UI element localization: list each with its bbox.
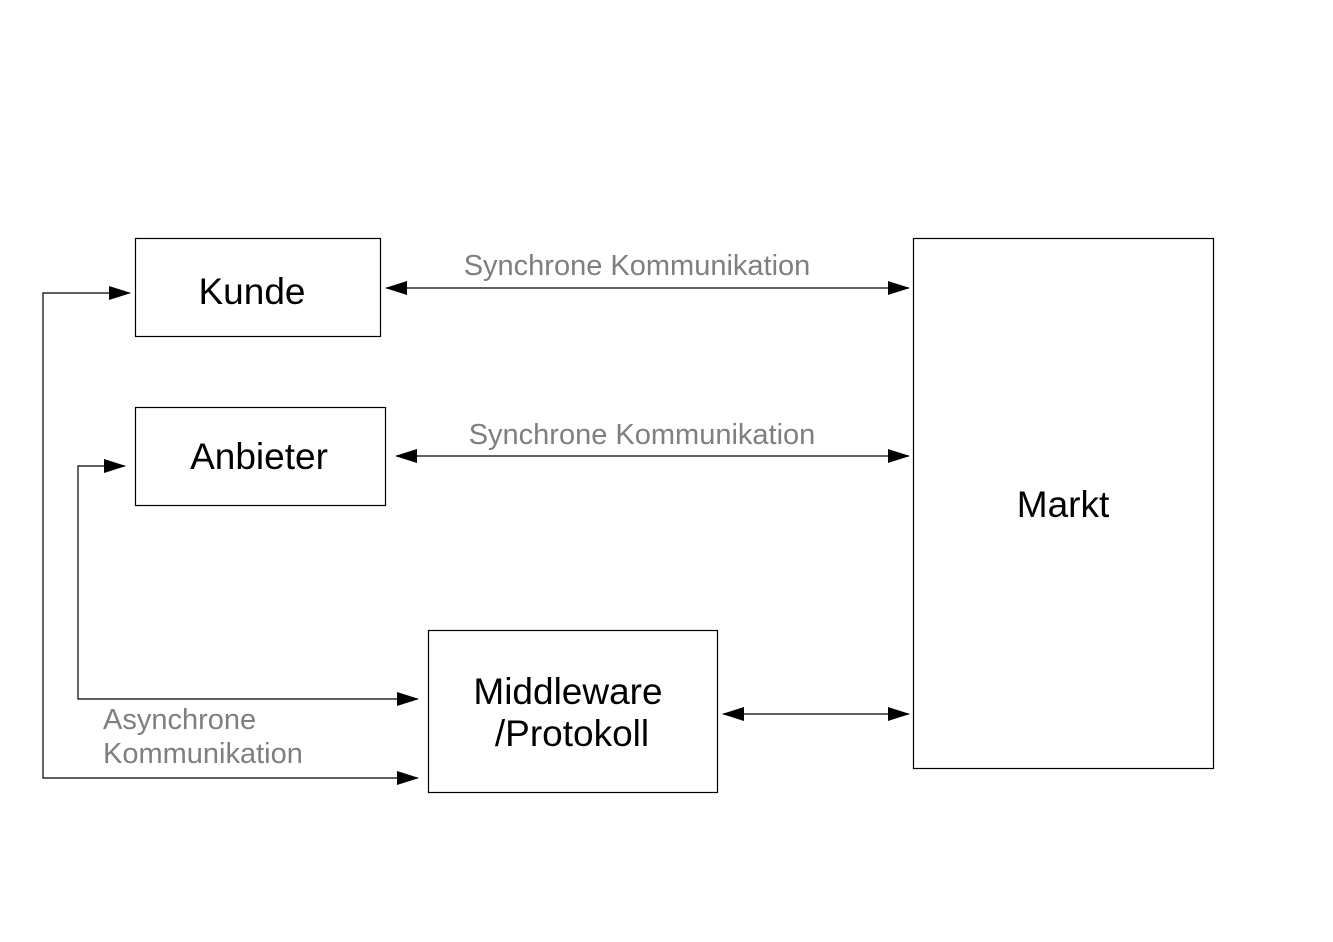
edge-async-kunde: [42, 286, 419, 785]
edge-anbieter-markt-label: Synchrone Kommunikation: [469, 419, 816, 451]
middleware-label-line2: /Protokoll: [495, 713, 649, 754]
async-label: Asynchrone Kommunikation: [103, 704, 303, 770]
anbieter-node: Anbieter: [134, 406, 387, 507]
middleware-label-line1: Middleware: [473, 671, 662, 712]
middleware-box: [427, 629, 719, 794]
middleware-node: Middleware /Protokoll: [427, 629, 719, 794]
anbieter-label: Anbieter: [190, 436, 328, 477]
markt-node: Markt: [912, 237, 1215, 770]
edge-kunde-markt: Synchrone Kommunikation: [385, 250, 910, 295]
markt-box: [912, 237, 1215, 770]
async-kunde-to-middleware-line: [42, 286, 419, 785]
markt-label: Markt: [1017, 484, 1110, 525]
kunde-label: Kunde: [199, 271, 306, 312]
kunde-node: Kunde: [134, 237, 382, 338]
edge-anbieter-markt: Synchrone Kommunikation: [395, 419, 910, 463]
async-label-line1: Asynchrone: [103, 704, 256, 736]
edge-kunde-markt-label: Synchrone Kommunikation: [464, 250, 811, 282]
async-label-line2: Kommunikation: [103, 738, 303, 770]
